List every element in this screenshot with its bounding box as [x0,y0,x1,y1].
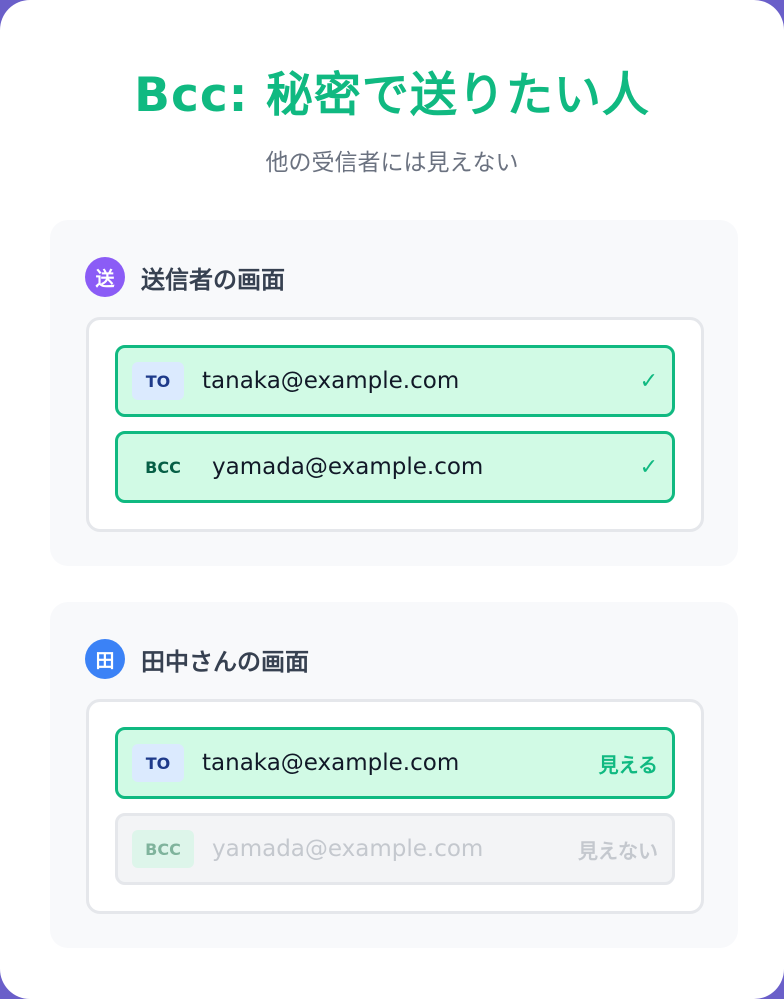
recipient-row-bcc-hidden: BCC yamada@example.com 見えない [115,813,675,885]
recipient-email: yamada@example.com [212,836,484,862]
bcc-badge: BCC [132,830,194,868]
sender-screen: TO tanaka@example.com ✓ BCC yamada@examp… [86,317,704,532]
sender-avatar: 送 [85,257,125,297]
page-subtitle: 他の受信者には見えない [265,150,519,176]
sender-panel: 送 送信者の画面 TO tanaka@example.com ✓ BCC yam… [50,220,738,566]
to-badge: TO [132,744,184,782]
tanaka-screen: TO tanaka@example.com 見える BCC yamada@exa… [86,699,704,914]
recipient-row-bcc[interactable]: BCC yamada@example.com ✓ [115,431,675,503]
tanaka-panel: 田 田中さんの画面 TO tanaka@example.com 見える BCC … [50,602,738,948]
tanaka-panel-header: 田 田中さんの画面 [85,638,309,680]
to-badge: TO [132,362,184,400]
recipient-row-to[interactable]: TO tanaka@example.com ✓ [115,345,675,417]
check-icon: ✓ [639,454,658,480]
sender-panel-header: 送 送信者の画面 [85,256,285,298]
tanaka-panel-title: 田中さんの画面 [141,647,309,676]
bcc-badge: BCC [145,457,181,477]
visible-status: 見える [598,752,658,777]
sender-panel-title: 送信者の画面 [141,265,285,294]
recipient-email: tanaka@example.com [202,750,460,776]
page-title: Bcc: 秘密で送りたい人 [134,68,650,123]
tanaka-avatar: 田 [85,639,125,679]
recipient-email: yamada@example.com [212,454,484,480]
recipient-email: tanaka@example.com [202,368,460,394]
hidden-status: 見えない [578,838,658,863]
check-icon: ✓ [639,368,658,394]
recipient-row-to[interactable]: TO tanaka@example.com 見える [115,727,675,799]
